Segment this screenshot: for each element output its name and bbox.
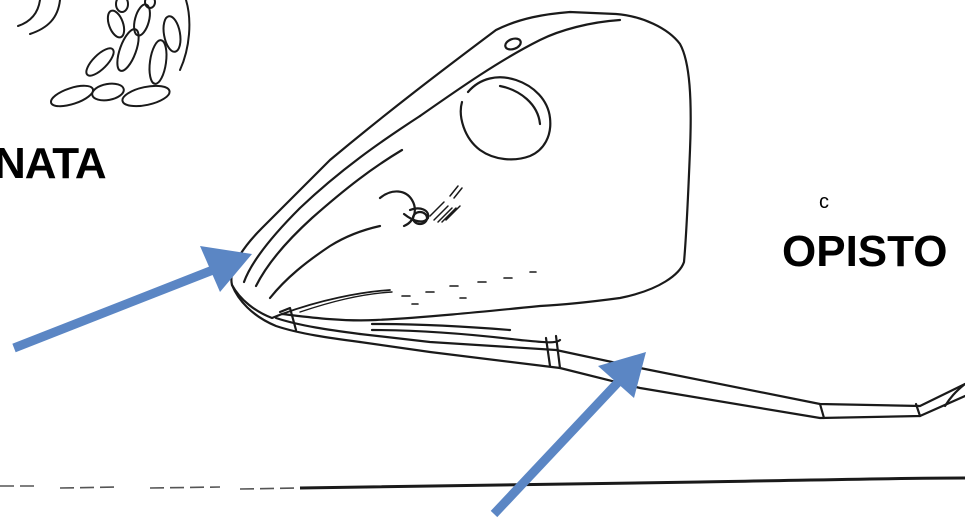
arrow-up-right-icon — [494, 352, 646, 514]
taxon-label-right: OPISTO — [782, 230, 947, 274]
panel-letter: c — [819, 192, 829, 212]
baseline — [0, 478, 965, 489]
limb-fragment — [18, 0, 189, 110]
skull — [231, 12, 690, 320]
arrow-up-right-icon — [14, 246, 252, 348]
taxon-label-left: NATA — [0, 142, 106, 186]
